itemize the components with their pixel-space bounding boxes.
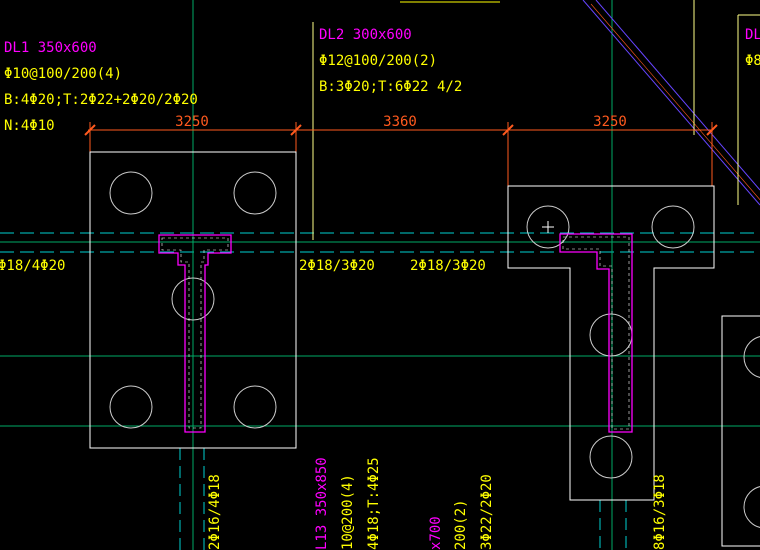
pile-circle: [171, 277, 215, 321]
l-shaped-column: [559, 233, 633, 433]
support-rebar: 2Φ18/3Φ20: [299, 258, 375, 274]
pile-circle: [109, 385, 153, 429]
pile-circle: [589, 435, 633, 479]
pile-circle: [743, 336, 760, 378]
pile-cap-far-right: [721, 315, 760, 547]
pile-circle: [589, 313, 633, 357]
diagonal-line: [595, 0, 760, 191]
beam-name: DL: [745, 27, 760, 43]
beam-main-rebar: B:4Φ20;T:2Φ22+2Φ20/2Φ20: [4, 92, 198, 108]
pile-circle: [526, 205, 570, 249]
beam-label-dl1: DL1 350x600 Φ10@100/200(4) B:4Φ20;T:2Φ22…: [4, 40, 198, 134]
beam-label-dl2: DL2 300x600 Φ12@100/200(2) B:3Φ20;T:6Φ22…: [319, 27, 462, 95]
vertical-note: 2Φ16/4Φ18: [207, 474, 223, 550]
dimension-line: 3250 3360 3250: [84, 114, 718, 240]
pile-cap-right: [507, 185, 715, 501]
horizontal-axis-lines: [0, 241, 760, 427]
pile-cap-outline: [721, 315, 760, 547]
beam-stirrup: Φ8: [745, 53, 760, 69]
dashed-beam-lines: [0, 232, 760, 253]
vertical-note: 200(2): [453, 499, 469, 550]
vertical-note: 3Φ22/2Φ20: [479, 474, 495, 550]
support-rebar-labels: Φ18/4Φ20 2Φ18/3Φ20 2Φ18/3Φ20: [0, 258, 486, 274]
support-rebar: Φ18/4Φ20: [0, 258, 65, 274]
vertical-notes: 2Φ16/4Φ18 L13 350x850 10@200(4) 4Φ18;T:4…: [207, 457, 668, 550]
beam-stirrup: Φ10@100/200(4): [4, 66, 122, 82]
t-shaped-column: [158, 234, 232, 433]
pile-circle: [233, 385, 277, 429]
pile-circle: [233, 171, 277, 215]
column-rebar-outline: [161, 237, 229, 429]
beam-stirrup: Φ12@100/200(2): [319, 53, 437, 69]
vertical-note: L13 350x850: [314, 457, 330, 550]
dimension-slash: [84, 124, 96, 136]
dimension-slash: [706, 124, 718, 136]
pile-circle: [109, 171, 153, 215]
beam-name: DL1 350x600: [4, 40, 97, 56]
dimension-value: 3250: [175, 114, 209, 130]
pile-cap-outline: [507, 185, 715, 501]
beam-name: DL2 300x600: [319, 27, 412, 43]
dimension-slash: [290, 124, 302, 136]
vertical-note: 10@200(4): [340, 474, 356, 550]
dimension-value: 3250: [593, 114, 627, 130]
diagonal-line: [582, 0, 760, 206]
dimension-slash: [502, 124, 514, 136]
beam-main-rebar: B:3Φ20;T:6Φ22 4/2: [319, 79, 462, 95]
support-rebar: 2Φ18/3Φ20: [410, 258, 486, 274]
vertical-dashed-lines: [179, 448, 627, 550]
diagonal-guide-lines: [582, 0, 760, 206]
column-rebar-outline: [562, 236, 630, 430]
pile-cap-outline: [89, 151, 297, 449]
beam-side-rebar: N:4Φ10: [4, 118, 55, 134]
beam-label-dl-clipped: DL Φ8: [745, 27, 760, 69]
vertical-note: x700: [428, 516, 444, 550]
leader-lines: [312, 0, 760, 240]
vertical-note: 8Φ16/3Φ18: [652, 474, 668, 550]
pile-circle: [651, 205, 695, 249]
vertical-note: 4Φ18;T:4Φ25: [366, 457, 382, 550]
pile-cap-left: [89, 151, 297, 449]
pile-circle: [743, 486, 760, 528]
dimension-value: 3360: [383, 114, 417, 130]
